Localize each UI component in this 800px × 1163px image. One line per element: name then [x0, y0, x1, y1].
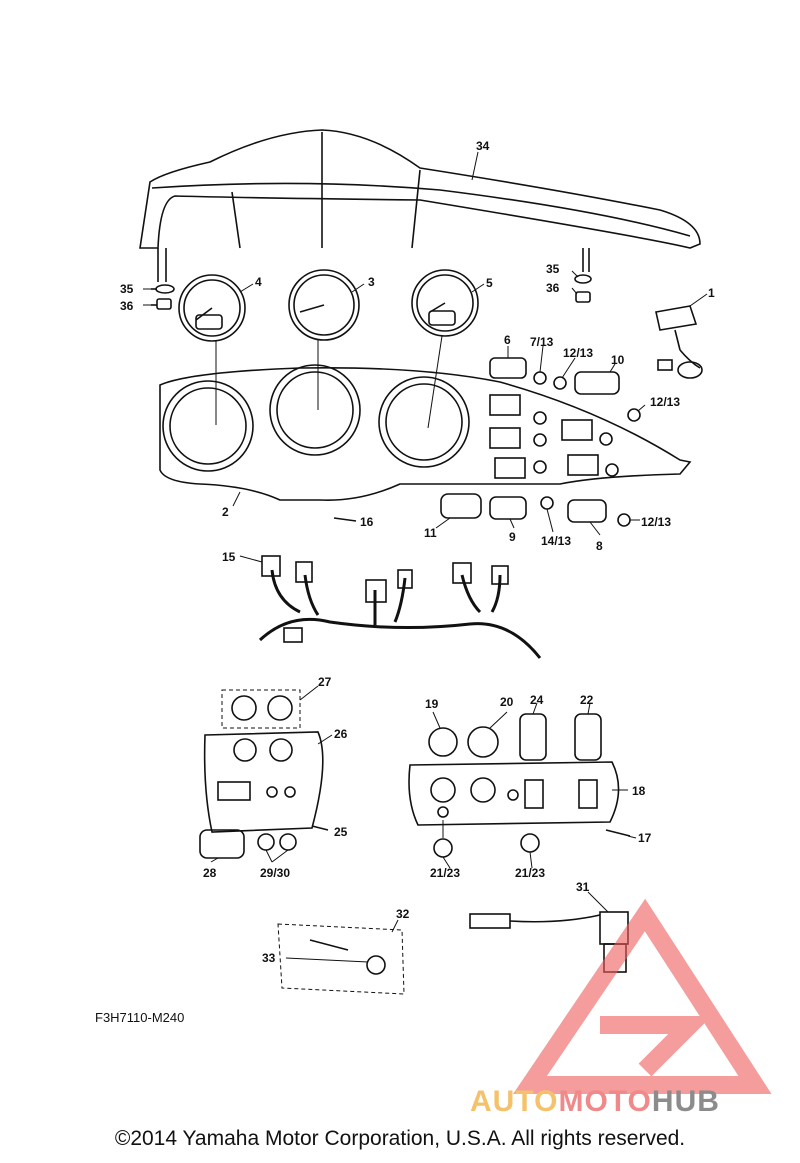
callout-35-right: 35 [546, 262, 560, 276]
knob-27-a [231, 695, 257, 721]
callout-33: 33 [262, 951, 276, 965]
knob-group-27 [221, 689, 301, 729]
kit-32 [277, 923, 405, 995]
callout-12-13-b: 12/13 [650, 395, 680, 409]
callout-1: 1 [708, 286, 715, 300]
dash-panel-2 [159, 364, 692, 501]
sub-panel-18 [408, 761, 620, 826]
sub-panel-26 [203, 731, 324, 833]
switch-6 [489, 357, 527, 379]
part-code: F3H7110-M240 [95, 1010, 185, 1025]
grommet-12-13-a [553, 376, 567, 390]
sensor-1 [655, 305, 703, 379]
callout-29-30: 29/30 [260, 866, 290, 880]
callout-8: 8 [596, 539, 603, 553]
watermark-part1: AUTO [470, 1085, 559, 1118]
knob-27-b [267, 695, 293, 721]
gauge-4 [178, 274, 246, 342]
switch-28 [199, 829, 245, 859]
callout-12-13-a: 12/13 [563, 346, 593, 360]
watermark-part2: MOTO [558, 1085, 652, 1118]
callout-21-23-a: 21/23 [430, 866, 460, 880]
callout-36-right: 36 [546, 281, 560, 295]
gauge-3 [288, 269, 360, 341]
callout-14-13: 14/13 [541, 534, 571, 548]
callout-10: 10 [611, 353, 625, 367]
watermark-logo [513, 898, 772, 1094]
usb-socket-20 [467, 726, 499, 758]
switch-10 [574, 371, 620, 395]
callout-7-13: 7/13 [530, 335, 554, 349]
grommet-12-13-c [617, 513, 631, 527]
callout-28: 28 [203, 866, 217, 880]
callout-9: 9 [509, 530, 516, 544]
gauge-5 [411, 269, 479, 337]
washer-35-left [155, 284, 175, 294]
callout-20: 20 [500, 695, 514, 709]
callout-6: 6 [504, 333, 511, 347]
top-cover-34 [139, 129, 701, 282]
switch-24 [519, 713, 547, 761]
harness-15 [258, 555, 542, 659]
callout-4: 4 [255, 275, 262, 289]
callout-36-left: 36 [120, 299, 134, 313]
screw-25 [311, 825, 329, 831]
callout-3: 3 [368, 275, 375, 289]
callout-24: 24 [530, 693, 544, 707]
grommet-29-30-b [279, 833, 297, 851]
callout-17: 17 [638, 831, 652, 845]
switch-8 [567, 499, 607, 523]
callout-15: 15 [222, 550, 236, 564]
grommet-21-23-a [433, 838, 453, 858]
callout-34: 34 [476, 139, 490, 153]
callout-18: 18 [632, 784, 646, 798]
nut-36-right [575, 291, 591, 303]
callout-5: 5 [486, 276, 493, 290]
grommet-14-13 [540, 496, 554, 510]
grommet-29-30-a [257, 833, 275, 851]
callout-26: 26 [334, 727, 348, 741]
switch-22 [574, 713, 602, 761]
callout-27: 27 [318, 675, 332, 689]
copyright-notice: ©2014 Yamaha Motor Corporation, U.S.A. A… [114, 1127, 686, 1150]
callout-2: 2 [222, 505, 229, 519]
callout-32: 32 [396, 907, 410, 921]
callout-25: 25 [334, 825, 348, 839]
switch-11 [440, 493, 482, 519]
grommet-12-13-b [627, 408, 641, 422]
grommet-7-13 [533, 371, 547, 385]
callout-12-13-c: 12/13 [641, 515, 671, 529]
callout-21-23-b: 21/23 [515, 866, 545, 880]
callout-16: 16 [360, 515, 374, 529]
washer-35-right [574, 274, 592, 284]
grommet-21-23-b [520, 833, 540, 853]
callout-19: 19 [425, 697, 439, 711]
nut-36-left [156, 298, 172, 310]
screw-16 [333, 517, 357, 522]
watermark-text: AUTOMOTOHUB [470, 1085, 720, 1119]
switch-9 [489, 496, 527, 520]
part-33 [309, 939, 349, 951]
callout-11: 11 [424, 526, 437, 540]
callout-31: 31 [576, 880, 590, 894]
watermark-part3: HUB [651, 1085, 720, 1118]
callout-22: 22 [580, 693, 594, 707]
callout-35-left: 35 [120, 282, 134, 296]
screw-17 [605, 829, 631, 837]
socket-19 [428, 727, 458, 757]
